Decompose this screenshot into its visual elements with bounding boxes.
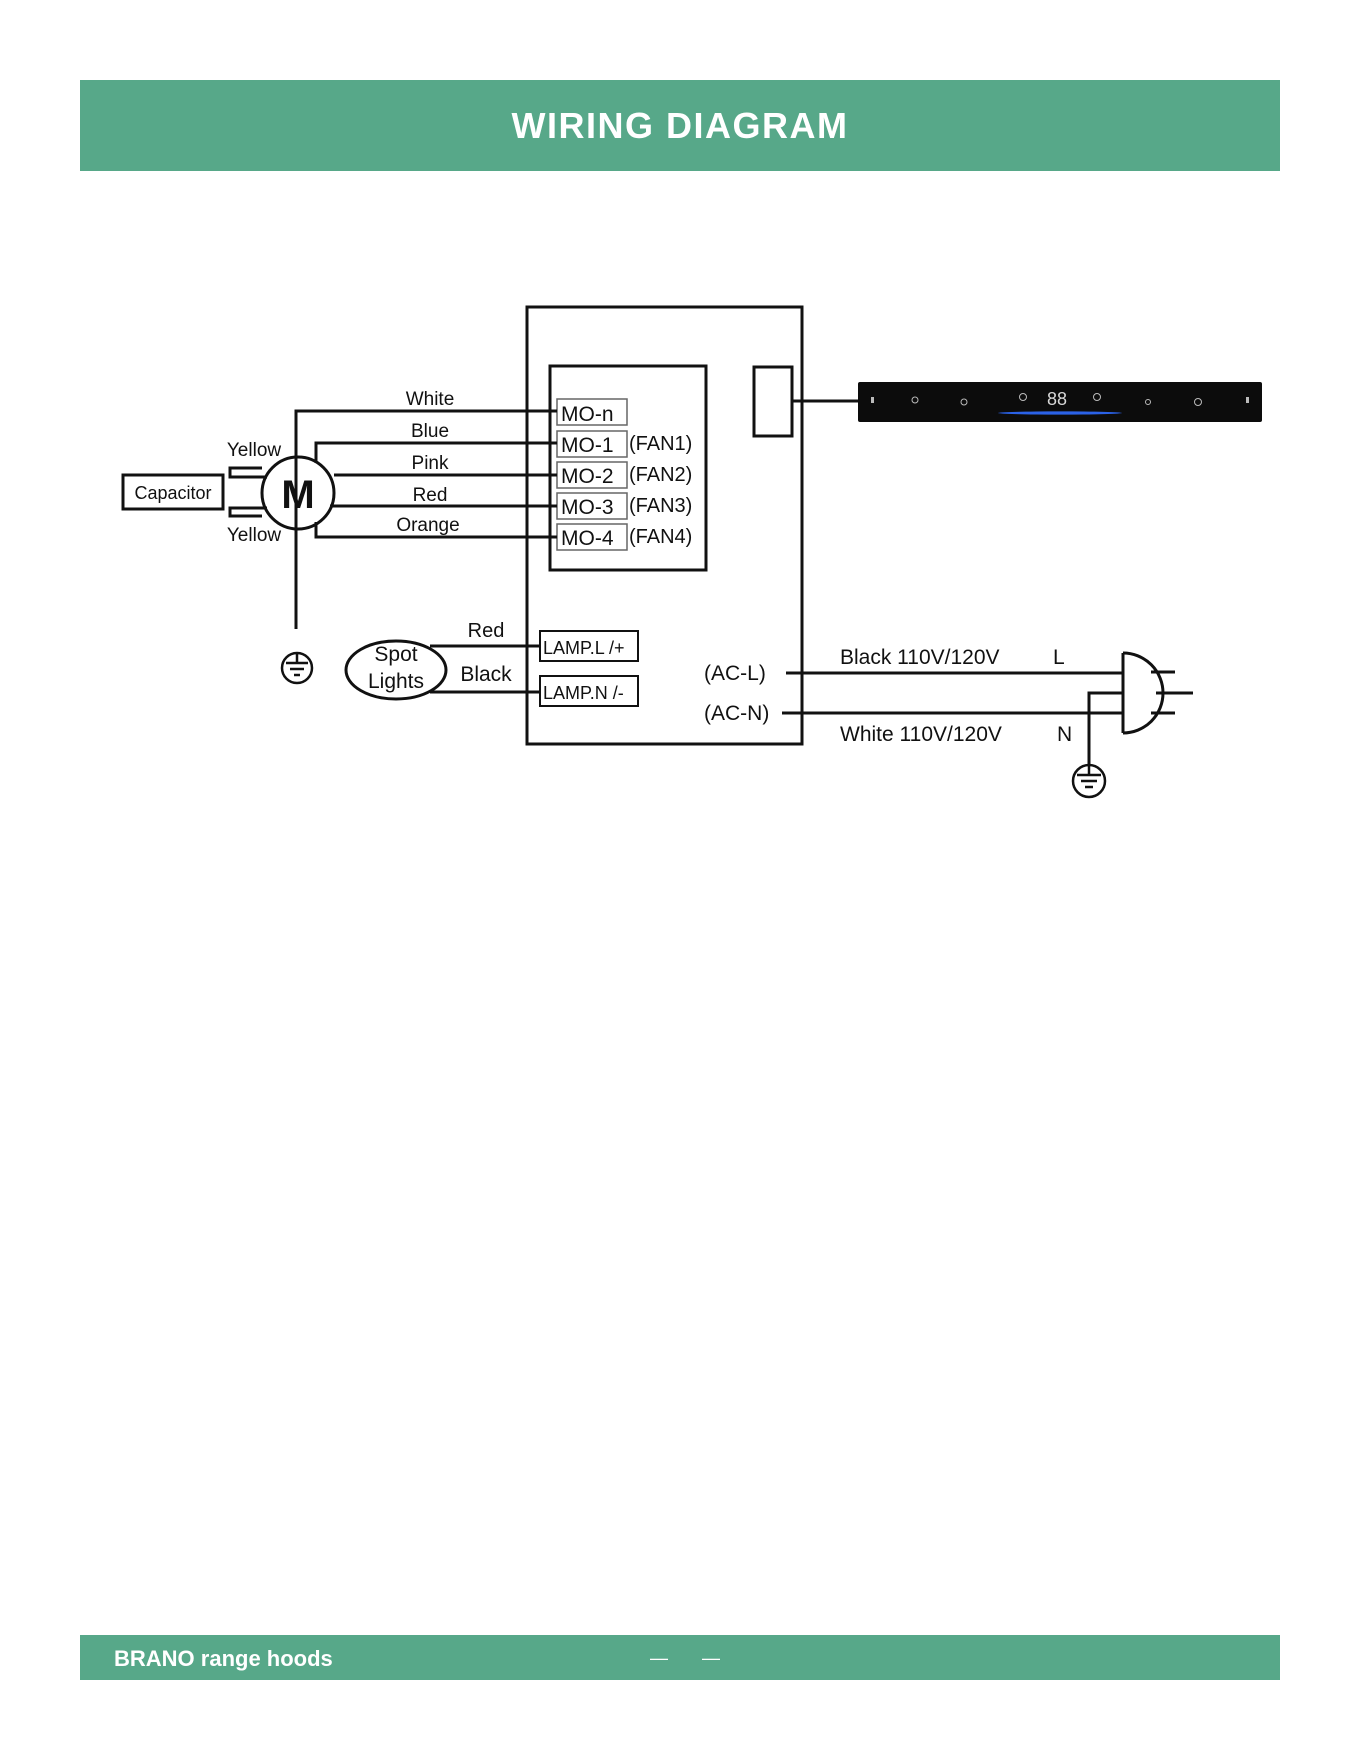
terminal-mo-2: MO-2 bbox=[557, 462, 627, 488]
line-n-label: N bbox=[1057, 723, 1072, 746]
spot-lights-label-line1: Spot bbox=[374, 643, 417, 666]
fan2-label: (FAN2) bbox=[629, 464, 692, 486]
svg-text:MO-1: MO-1 bbox=[561, 434, 614, 457]
control-panel: 88 bbox=[858, 382, 1262, 422]
orange-wire-label: Orange bbox=[396, 515, 459, 536]
panel-button-icon bbox=[871, 397, 874, 403]
terminal-mo-4: MO-4 bbox=[557, 524, 627, 550]
svg-text:LAMP.N /-: LAMP.N /- bbox=[543, 683, 624, 703]
lamp-black-label: Black bbox=[460, 663, 512, 686]
mains-ground-icon bbox=[1073, 765, 1105, 797]
svg-text:MO-4: MO-4 bbox=[561, 527, 614, 550]
lamp-n-terminal: LAMP.N /- bbox=[540, 676, 638, 706]
lamp-l-terminal: LAMP.L /+ bbox=[540, 631, 638, 661]
red-wire-label: Red bbox=[413, 485, 448, 506]
power-plug-icon bbox=[1123, 653, 1193, 733]
white-wire-label: White bbox=[406, 389, 455, 410]
terminal-mo-n: MO-n bbox=[557, 399, 627, 426]
footer-dash-left: — bbox=[650, 1648, 668, 1669]
yellow-wire-top bbox=[230, 468, 267, 477]
line-black-label: Black 110V/120V bbox=[840, 646, 1000, 669]
line-l-label: L bbox=[1053, 646, 1065, 669]
terminal-mo-1: MO-1 bbox=[557, 431, 627, 457]
svg-text:MO-n: MO-n bbox=[561, 403, 614, 426]
motor-ground-icon bbox=[282, 653, 312, 683]
svg-text:MO-2: MO-2 bbox=[561, 465, 614, 488]
panel-display-digits: 88 bbox=[1047, 389, 1067, 409]
display-connector bbox=[754, 367, 792, 436]
terminal-mo-3: MO-3 bbox=[557, 493, 627, 519]
yellow-bottom-label: Yellow bbox=[227, 525, 282, 546]
footer-band: BRANO range hoods — — bbox=[80, 1635, 1280, 1680]
footer-dash-right: — bbox=[702, 1648, 720, 1669]
fan3-label: (FAN3) bbox=[629, 495, 692, 517]
spot-lights-label-line2: Lights bbox=[368, 670, 424, 693]
ground-wire bbox=[1089, 693, 1123, 764]
footer-brand: BRANO range hoods bbox=[114, 1635, 333, 1680]
ac-l-label: (AC-L) bbox=[704, 662, 766, 685]
pink-wire-label: Pink bbox=[412, 453, 449, 474]
motor-label: M bbox=[281, 473, 314, 517]
capacitor-label: Capacitor bbox=[134, 483, 211, 503]
yellow-top-label: Yellow bbox=[227, 440, 282, 461]
blue-wire-label: Blue bbox=[411, 421, 449, 442]
fan1-label: (FAN1) bbox=[629, 433, 692, 455]
lamp-red-label: Red bbox=[468, 620, 505, 642]
fan4-label: (FAN4) bbox=[629, 526, 692, 548]
line-white-label: White 110V/120V bbox=[840, 723, 1002, 746]
svg-text:MO-3: MO-3 bbox=[561, 496, 614, 519]
ac-n-label: (AC-N) bbox=[704, 702, 769, 725]
svg-text:LAMP.L /+: LAMP.L /+ bbox=[543, 638, 625, 658]
yellow-wire-bottom bbox=[230, 508, 267, 516]
panel-button-icon bbox=[1246, 397, 1249, 403]
